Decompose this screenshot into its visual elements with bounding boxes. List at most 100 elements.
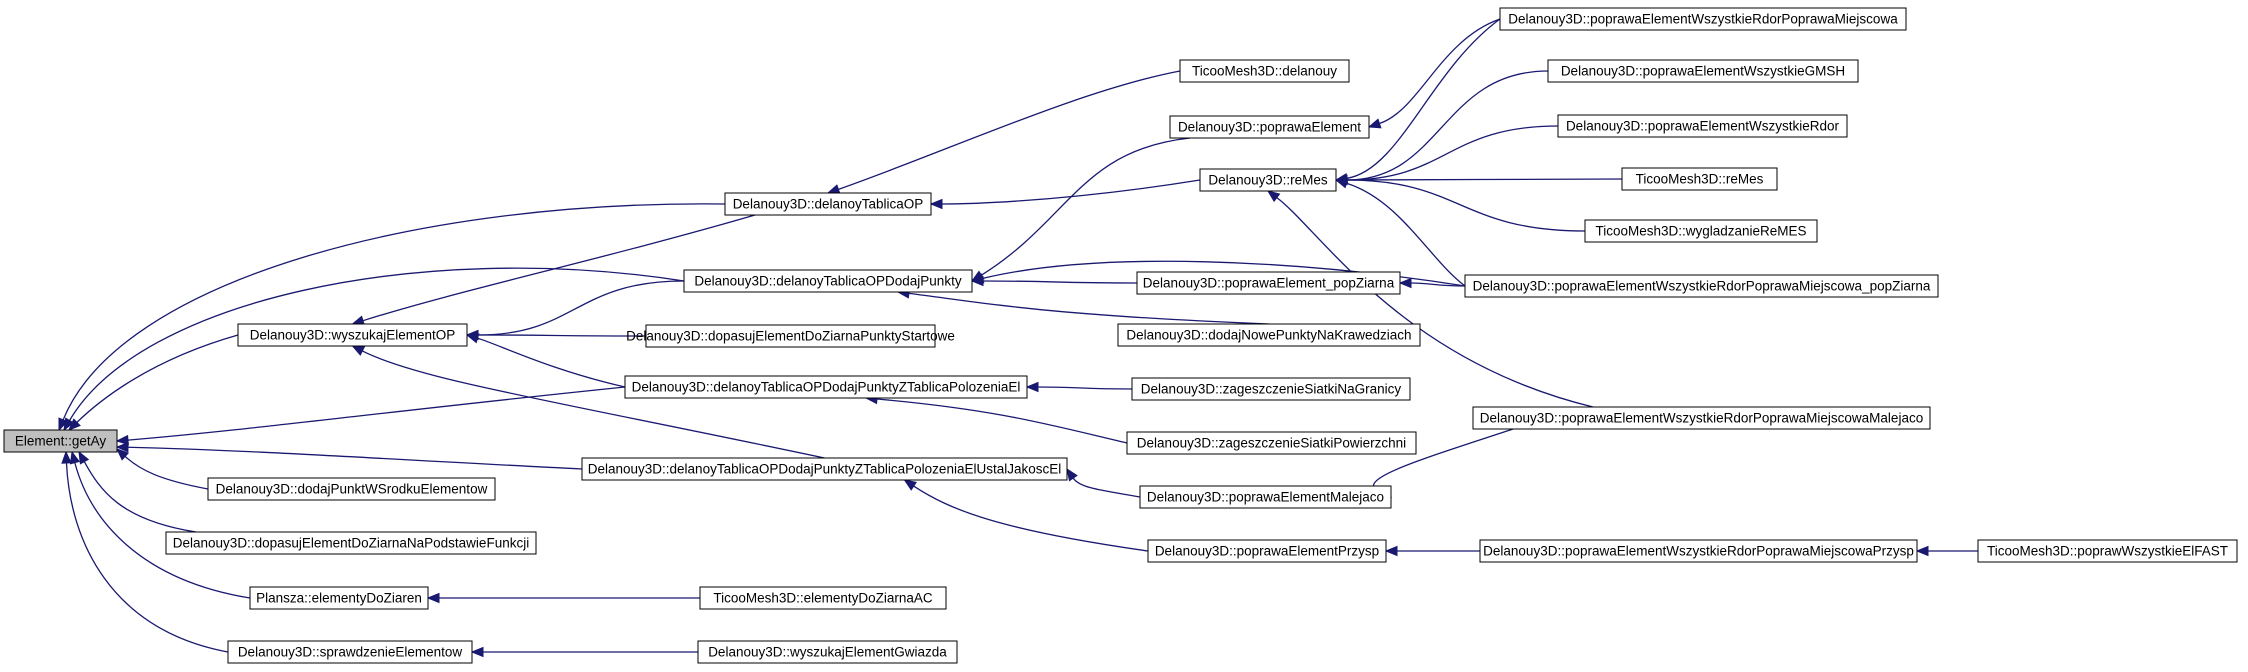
node-box [1547,59,1859,83]
call-edge-n3-to-n0 [63,267,685,432]
caller-function-node[interactable]: Delanouy3D::delanoyTablicaOPDodajPunkty [683,269,973,293]
caller-function-node[interactable]: TicooMesh3D::poprawWszystkieElFAST [1977,539,2238,563]
edge-line [1037,386,1133,390]
call-edge-n12-to-n6 [1266,190,1594,408]
arrowhead-icon [61,450,72,464]
node-label: Delanouy3D::zageszczenieSiatkiNaGranicy [1141,382,1402,397]
edge-line [876,398,1128,444]
edge-line [1346,18,1501,179]
node-box [1472,406,1931,430]
edge-line [83,461,197,533]
arrowhead-icon [970,275,984,287]
node-box [207,477,496,501]
node-label: Delanouy3D::dopasujElementDoZiarnaNaPods… [173,536,529,551]
edge-line [124,455,209,490]
edge-line [65,462,229,653]
call-edge-n23-to-n22 [1384,545,1480,557]
caller-function-node[interactable]: Plansza::elementyDoZiaren [249,586,429,610]
edge-line [62,203,726,421]
edge-line [1346,125,1559,181]
node-label: Delanouy3D::poprawaElementWszystkieGMSH [1561,64,1845,79]
edge-line [980,137,1191,276]
caller-function-node[interactable]: Delanouy3D::poprawaElementWszystkieRdorP… [1479,539,1918,563]
caller-function-node[interactable]: TicooMesh3D::elementyDoZiarnaAC [699,586,947,610]
node-label: Delanouy3D::poprawaElementWszystkieRdor [1566,119,1840,134]
caller-function-node[interactable]: Delanouy3D::poprawaElement_popZiarna [1136,271,1401,295]
call-edge-n11-to-n13 [1398,277,1466,289]
node-label: Delanouy3D::poprawaElementWszystkieRdorP… [1483,544,1914,559]
caller-function-node[interactable]: Delanouy3D::poprawaElementMalejaco [1139,485,1392,509]
arrowhead-icon [1266,190,1281,203]
node-box [1117,323,1421,347]
call-edge-n18-to-n17 [1025,381,1133,393]
call-edge-n10-to-n6 [1334,174,1586,232]
node-label: Delanouy3D::wyszukajElementOP [250,328,456,343]
edge-line [362,350,825,459]
node-box [624,375,1028,399]
call-edge-n27-to-n0 [69,450,251,599]
call-edge-n9-to-n6 [1334,174,1623,186]
caller-function-node[interactable]: TicooMesh3D::delanouy [1179,59,1350,83]
node-label: TicooMesh3D::delanouy [1192,64,1337,79]
call-edge-n30-to-n29 [470,646,698,658]
arrowhead-icon [929,198,943,210]
call-edge-n2-to-n1 [826,70,1181,195]
caller-function-node[interactable]: Delanouy3D::poprawaElementWszystkieRdorP… [1464,274,1939,298]
caller-function-node[interactable]: Delanouy3D::delanoyTablicaOPDodajPunktyZ… [581,457,1068,481]
caller-function-node[interactable]: Delanouy3D::delanoyTablicaOPDodajPunktyZ… [624,375,1028,399]
node-label: Delanouy3D::delanoyTablicaOPDodajPunktyZ… [588,462,1062,477]
node-box [165,531,537,555]
node-label: Delanouy3D::zageszczenieSiatkiPowierzchn… [1137,436,1406,451]
edge-line [127,446,583,470]
caller-function-node[interactable]: Delanouy3D::dodajNowePunktyNaKrawedziach [1117,323,1421,347]
caller-function-node[interactable]: Delanouy3D::poprawaElementPrzysp [1147,539,1387,563]
call-edge-n22-to-n20 [903,479,1149,552]
arrowhead-icon [1915,545,1929,557]
caller-function-node[interactable]: Delanouy3D::wyszukajElementOP [237,323,468,347]
edge-line [68,267,685,421]
edge-line [127,386,626,441]
edge-line [1346,182,1466,287]
call-edge-n17-to-n15 [465,333,626,388]
caller-function-node[interactable]: Delanouy3D::dopasujElementDoZiarnaNaPods… [165,531,537,555]
caller-function-node[interactable]: Delanouy3D::poprawaElementWszystkieGMSH [1547,59,1859,83]
caller-function-node[interactable]: TicooMesh3D::reMes [1621,167,1778,191]
node-label: TicooMesh3D::elementyDoZiarnaAC [713,591,933,606]
caller-function-node[interactable]: Delanouy3D::zageszczenieSiatkiPowierzchn… [1126,431,1417,455]
caller-function-node[interactable]: Delanouy3D::zageszczenieSiatkiNaGranicy [1131,377,1411,401]
caller-function-node[interactable]: Delanouy3D::dopasujElementDoZiarnaPunkty… [626,324,955,348]
arrowhead-icon [351,345,366,356]
caller-function-node[interactable]: TicooMesh3D::wygladzanieReMES [1584,219,1818,243]
node-box [1126,431,1417,455]
node-label: TicooMesh3D::reMes [1636,172,1764,187]
caller-function-node[interactable]: Delanouy3D::poprawaElementWszystkieRdorP… [1472,406,1931,430]
focus-function-node[interactable]: Element::getAy [3,429,118,453]
node-label: Delanouy3D::poprawaElementMalejaco [1147,490,1384,505]
node-label: TicooMesh3D::poprawWszystkieElFAST [1987,544,2228,559]
caller-function-node[interactable]: Delanouy3D::poprawaElementWszystkieRdorP… [1499,7,1907,31]
edge-line [1346,179,1586,232]
arrowhead-icon [826,184,841,195]
caller-function-node[interactable]: Delanouy3D::delanoyTablicaOP [724,192,932,216]
node-label: Delanouy3D::poprawaElement [1178,120,1361,135]
caller-function-node[interactable]: Delanouy3D::wyszukajElementGwiazda [697,640,958,664]
edge-line [908,292,1270,325]
node-box [1557,114,1848,138]
arrowhead-icon [69,450,81,465]
caller-function-node[interactable]: Delanouy3D::poprawaElement [1169,115,1370,139]
call-edge-n20-to-n15 [351,345,825,459]
caller-function-node[interactable]: Delanouy3D::sprawdzenieElementow [227,640,473,664]
caller-function-node[interactable]: Delanouy3D::dodajPunktWSrodkuElementow [207,477,496,501]
node-label: Element::getAy [15,434,107,449]
edge-line [941,179,1201,205]
node-label: Delanouy3D::delanoyTablicaOPDodajPunktyZ… [632,380,1021,395]
call-edge-n11-to-n6 [1334,178,1466,287]
node-box [1131,377,1411,401]
caller-function-node[interactable]: Delanouy3D::reMes [1199,168,1337,192]
node-label: Delanouy3D::poprawaElementWszystkieRdorP… [1473,279,1931,294]
node-box [1464,274,1939,298]
caller-function-node[interactable]: Delanouy3D::poprawaElementWszystkieRdor [1557,114,1848,138]
arrowhead-icon [1025,381,1039,393]
node-box [1499,7,1907,31]
call-edge-n5-to-n4 [1367,18,1501,129]
